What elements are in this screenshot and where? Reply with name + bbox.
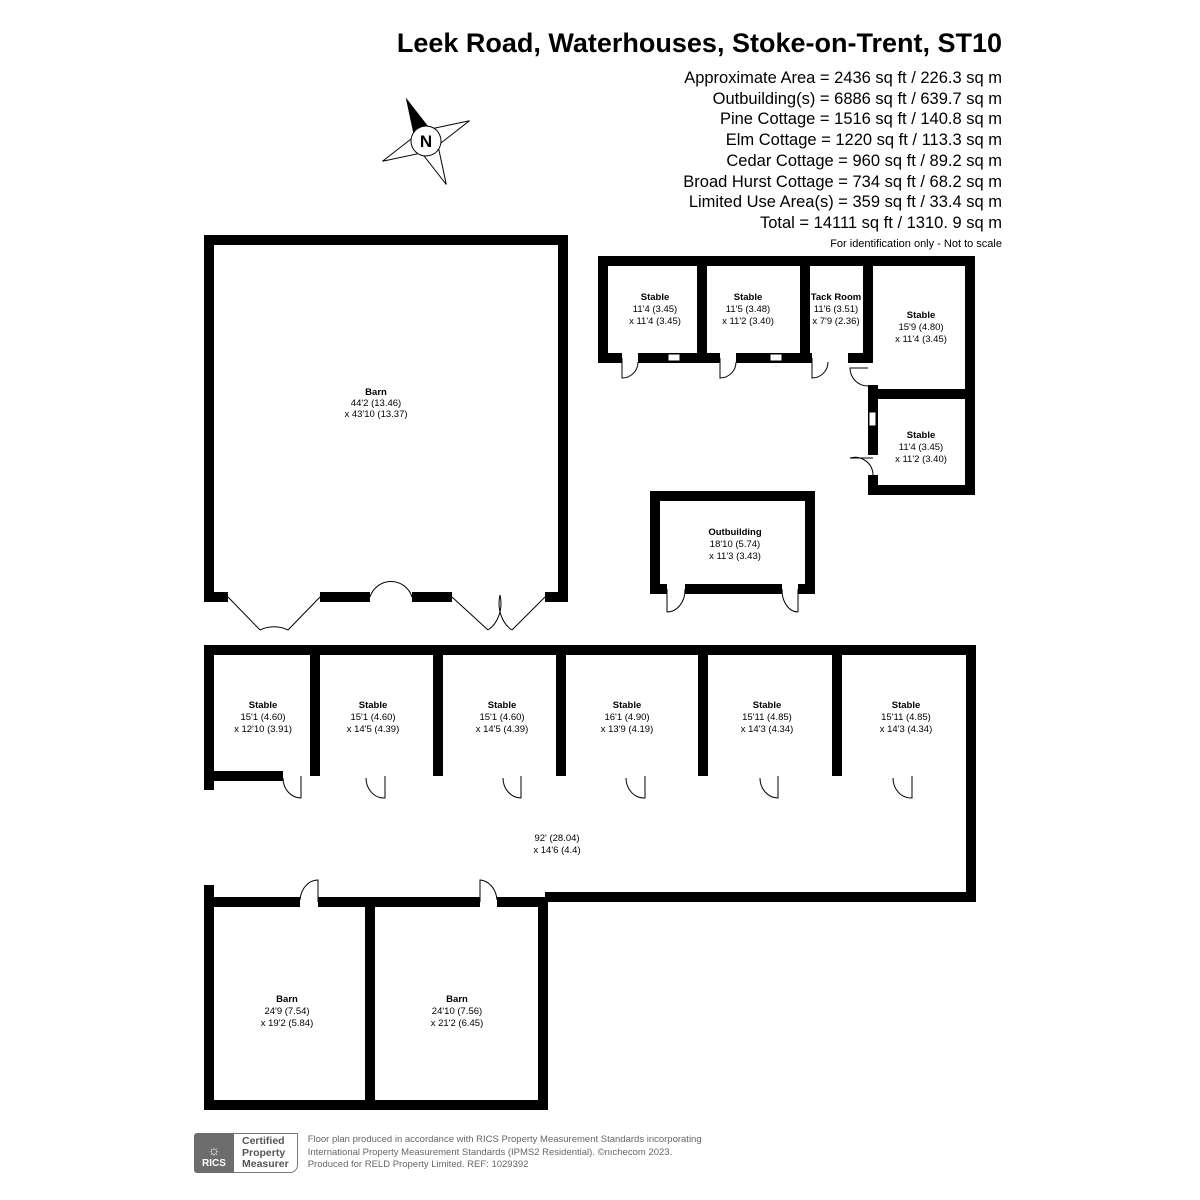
room-dims: x 14'3 (4.34) (880, 724, 933, 735)
room-name: Barn (446, 994, 468, 1005)
room-name: Outbuilding (708, 527, 761, 538)
room-dims: 11'4 (3.45) (899, 442, 943, 453)
room-dims: x 14'5 (4.39) (476, 724, 529, 735)
room-dims: x 11'2 (3.40) (722, 316, 774, 327)
area-line: Approximate Area = 2436 sq ft / 226.3 sq… (684, 69, 1002, 87)
area-line: Cedar Cottage = 960 sq ft / 89.2 sq m (726, 151, 1002, 170)
footer-line: Floor plan produced in accordance with R… (307, 1134, 702, 1146)
rics-logo-text: RICS (202, 1158, 226, 1169)
area-line: Elm Cottage = 1220 sq ft / 113.3 sq m (725, 131, 1002, 150)
room-dims: x 19'2 (5.84) (261, 1018, 314, 1029)
certified-badge: Certified Property Measurer (234, 1133, 298, 1173)
room-name: Stable (907, 310, 936, 321)
footer-line: International Property Measurement Stand… (307, 1146, 673, 1158)
room-name: Barn (276, 994, 298, 1005)
outbuilding: Outbuilding 18'10 (5.74) x 11'3 (3.43) (650, 491, 815, 613)
stable-row-labels: Stable 15'1 (4.60) x 12'10 (3.91) Stable… (234, 700, 932, 735)
area-line: Outbuilding(s) = 6886 sq ft / 639.7 sq m (712, 89, 1002, 108)
room-name: Stable (753, 700, 782, 711)
area-line: Total = 14111 sq ft / 1310. 9 sq m (760, 213, 1002, 232)
room-dims: 15'1 (4.60) (350, 712, 395, 723)
corridor-dims: x 14'6 (4.4) (533, 845, 580, 856)
scale-note: For identification only - Not to scale (830, 238, 1002, 250)
room-dims: x 21'2 (6.45) (431, 1018, 484, 1029)
badge-line: Property (242, 1146, 286, 1159)
area-line: Pine Cottage = 1516 sq ft / 140.8 sq m (719, 110, 1002, 129)
room-dims: 44'2 (13.46) (351, 398, 401, 409)
room-dims: x 11'2 (3.40) (895, 454, 947, 465)
room-dims: 24'9 (7.54) (264, 1006, 309, 1017)
room-name: Stable (359, 700, 388, 711)
property-title: Leek Road, Waterhouses, Stoke-on-Trent, … (396, 28, 1002, 58)
corridor-dims: 92' (28.04) (534, 833, 579, 844)
footer-line: Produced for RELD Property Limited. REF:… (307, 1159, 529, 1171)
compass-icon: N (382, 97, 470, 185)
room-dims: 24'10 (7.56) (432, 1006, 482, 1017)
footer-text: Floor plan produced in accordance with R… (308, 1134, 702, 1172)
room-name: Barn (365, 387, 387, 398)
area-line: Limited Use Area(s) = 359 sq ft / 33.4 s… (688, 193, 1002, 212)
stable-range: Stable 15'1 (4.60) x 12'10 (3.91) Stable… (204, 645, 976, 902)
room-name: Stable (907, 430, 936, 441)
room-dims: x 7'9 (2.36) (812, 316, 859, 327)
lion-icon: ☼ (207, 1142, 221, 1158)
footer: ☼ RICS Certified Property Measurer Floor… (194, 1133, 702, 1173)
room-name: Tack Room (811, 292, 862, 303)
room-dims: x 12'10 (3.91) (234, 724, 292, 735)
room-name: Stable (249, 700, 278, 711)
room-dims: 15'9 (4.80) (898, 322, 943, 333)
room-dims: 16'1 (4.90) (604, 712, 649, 723)
room-dims: x 11'4 (3.45) (629, 316, 681, 327)
room-dims: 15'11 (4.85) (742, 712, 792, 723)
room-dims: x 43'10 (13.37) (344, 409, 407, 420)
stable-block-north: Stable 11'4 (3.45) x 11'4 (3.45) Stable … (598, 256, 975, 495)
room-dims: x 13'9 (4.19) (601, 724, 654, 735)
room-dims: x 11'4 (3.45) (895, 334, 947, 345)
room-dims: x 11'3 (3.43) (709, 551, 761, 562)
room-dims: 15'1 (4.60) (240, 712, 285, 723)
room-dims: 15'11 (4.85) (881, 712, 931, 723)
room-name: Stable (488, 700, 517, 711)
compass-north-label: N (420, 132, 432, 151)
room-name: Stable (734, 292, 763, 303)
room-dims: 18'10 (5.74) (710, 539, 760, 550)
rics-logo: ☼ RICS (194, 1133, 234, 1173)
room-dims: 11'4 (3.45) (633, 304, 677, 315)
area-line: Broad Hurst Cottage = 734 sq ft / 68.2 s… (683, 172, 1002, 191)
badge-line: Certified (242, 1135, 285, 1147)
room-name: Stable (892, 700, 921, 711)
area-summary: Approximate Area = 2436 sq ft / 226.3 sq… (683, 68, 1002, 234)
room-dims: 11'5 (3.48) (726, 304, 770, 315)
room-name: Stable (641, 292, 670, 303)
room-dims: 11'6 (3.51) (814, 304, 858, 315)
room-dims: 15'1 (4.60) (479, 712, 524, 723)
badge-line: Measurer (242, 1158, 289, 1170)
room-dims: x 14'3 (4.34) (741, 724, 794, 735)
room-name: Stable (613, 700, 642, 711)
room-dims: x 14'5 (4.39) (347, 724, 400, 735)
main-barn: Barn 44'2 (13.46) x 43'10 (13.37) (204, 235, 568, 631)
lower-barns: Barn 24'9 (7.54) x 19'2 (5.84) Barn 24'1… (204, 879, 548, 1110)
